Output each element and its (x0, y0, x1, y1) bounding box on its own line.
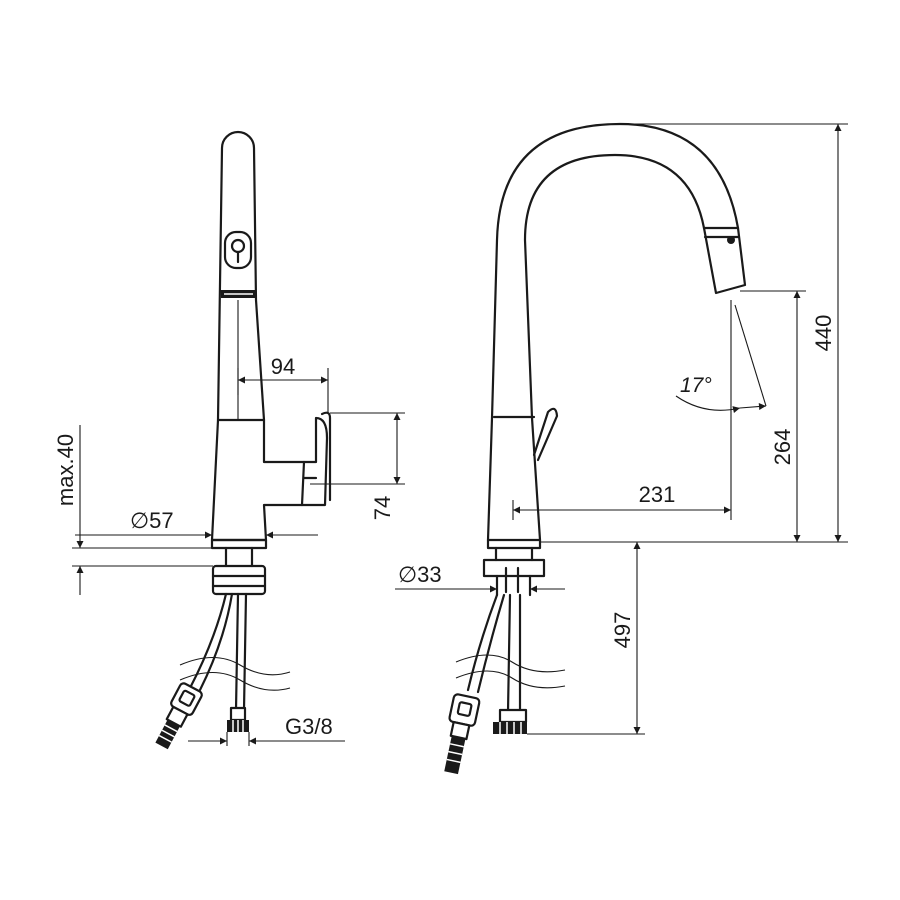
side-cut-line (179, 657, 291, 676)
side-mounting-shank (224, 546, 254, 568)
dim-deck-thickness: max.40 (53, 434, 78, 506)
side-hose-left (188, 592, 228, 690)
dim-total-height: 440 (811, 315, 836, 352)
front-hose-left (466, 593, 499, 692)
spray-button-icon (223, 230, 253, 270)
side-faucet-body (210, 416, 329, 542)
dim-hose-length: 497 (610, 612, 635, 649)
front-hose-connector (444, 693, 481, 775)
dim-spout-projection: 231 (639, 482, 676, 507)
side-handle-lever (300, 411, 332, 507)
front-view: 440 264 231 17° ∅33 497 (395, 122, 848, 775)
front-hose-right (506, 593, 522, 714)
side-hose-right (234, 592, 248, 712)
dim-spray-angle: 17° (680, 374, 712, 397)
side-mounting-nut (211, 564, 267, 596)
dim-shank-diameter: ∅33 (398, 562, 442, 587)
front-handle-lever (532, 407, 559, 462)
dim-hose-thread: G3/8 (285, 714, 333, 739)
front-base-ring (486, 538, 542, 550)
side-spout-body (216, 130, 266, 422)
front-mounting-nut (482, 558, 546, 578)
dim-base-diameter: ∅57 (130, 508, 174, 533)
side-hose-connector (155, 682, 203, 750)
dim-spout-clearance: 264 (770, 429, 795, 466)
side-threaded-fitting (227, 706, 249, 732)
front-threaded-fittings (493, 708, 528, 734)
dim-handle-height: 74 (370, 496, 395, 520)
front-spray-head (702, 226, 747, 295)
side-view: 94 74 ∅57 max.40 G3/8 (53, 130, 405, 750)
front-cut-line (455, 654, 566, 673)
side-base-ring (210, 538, 268, 550)
front-gooseneck (486, 122, 740, 542)
dim-spout-reach: 94 (271, 354, 295, 379)
